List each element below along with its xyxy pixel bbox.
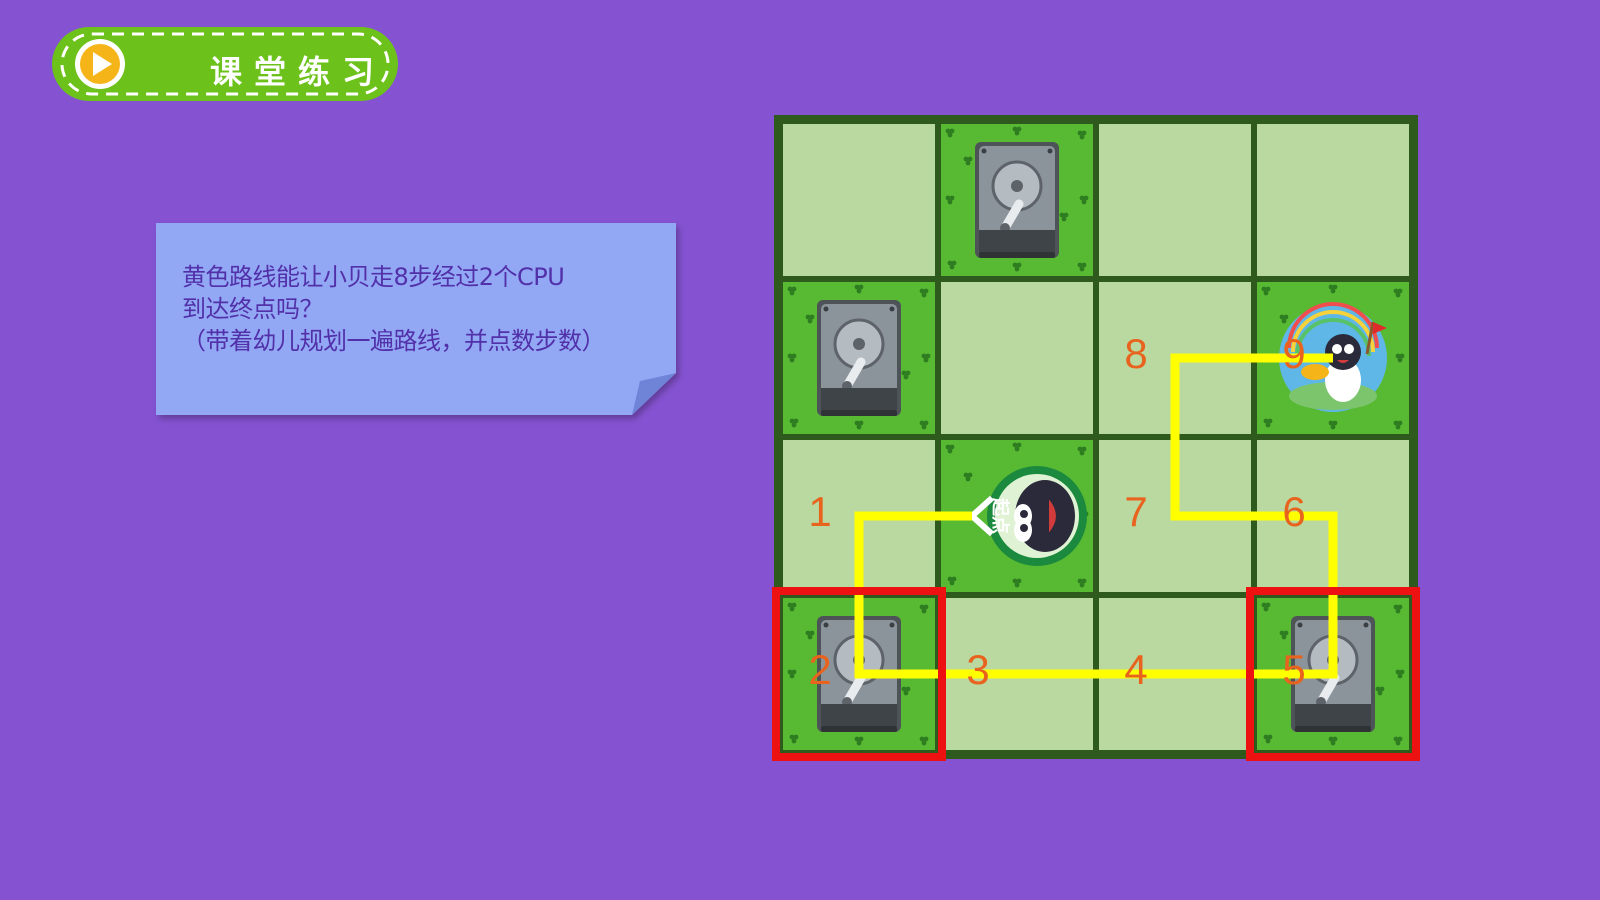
prompt-line-1: 黄色路线能让小贝走8步经过2个CPU <box>182 263 565 291</box>
step-label-4: 4 <box>1124 646 1147 693</box>
finish-character <box>1279 302 1387 412</box>
step-label-7: 7 <box>1124 488 1147 535</box>
step-label-3: 3 <box>966 646 989 693</box>
section-title: 课堂练习 <box>210 53 387 91</box>
note-paper <box>156 223 676 415</box>
board-cell-r0-c1 <box>941 124 1093 276</box>
board-cell-r2-c1: 起点 <box>941 440 1093 592</box>
board-cell-r0-c0 <box>783 124 935 276</box>
highlight-box-1 <box>772 587 946 761</box>
section-badge: 课堂练习 <box>50 25 402 103</box>
step-label-5: 5 <box>1282 646 1305 693</box>
badge-shape <box>52 27 398 101</box>
hard-drive-icon <box>817 300 901 416</box>
step-label-6: 6 <box>1282 488 1305 535</box>
highlight-box-2 <box>1246 587 1420 761</box>
play-icon <box>75 39 125 89</box>
prompt-note: 黄色路线能让小贝走8步经过2个CPU 到达终点吗？ （带着幼儿规划一遍路线，并点… <box>156 223 676 415</box>
prompt-line-3: （带着幼儿规划一遍路线，并点数步数） <box>182 327 606 355</box>
start-label: 起点 <box>989 497 1011 534</box>
prompt-line-2: 到达终点吗？ <box>182 295 324 323</box>
board-cell-r0-c2 <box>1099 124 1251 276</box>
board-cell-r1-c1 <box>941 282 1093 434</box>
board-cell-r1-c0 <box>783 282 935 434</box>
step-label-1: 1 <box>808 488 831 535</box>
hard-drive-icon <box>975 142 1059 258</box>
step-label-2: 2 <box>808 646 831 693</box>
start-character: 起点 <box>969 466 1087 566</box>
step-label-9: 9 <box>1282 330 1305 377</box>
step-label-8: 8 <box>1124 330 1147 377</box>
board-cell-r0-c3 <box>1257 124 1409 276</box>
